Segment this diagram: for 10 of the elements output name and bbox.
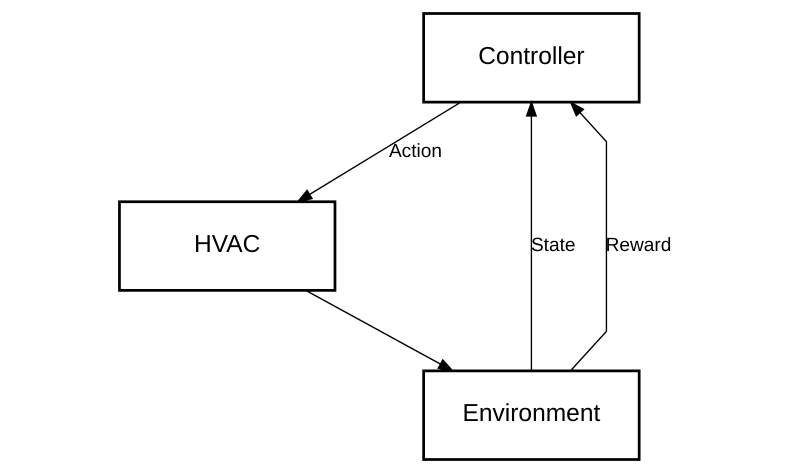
node-box: Environment bbox=[422, 370, 641, 461]
edge-label: Action bbox=[388, 140, 442, 162]
arrow bbox=[526, 100, 538, 370]
arrow bbox=[569, 100, 608, 372]
arrow bbox=[306, 290, 454, 372]
arrow bbox=[296, 102, 462, 203]
edge-label: Reward bbox=[606, 235, 672, 256]
node-box: HVAC bbox=[118, 200, 336, 292]
edge-label: State bbox=[530, 235, 576, 256]
node-box: Controller bbox=[422, 12, 641, 104]
